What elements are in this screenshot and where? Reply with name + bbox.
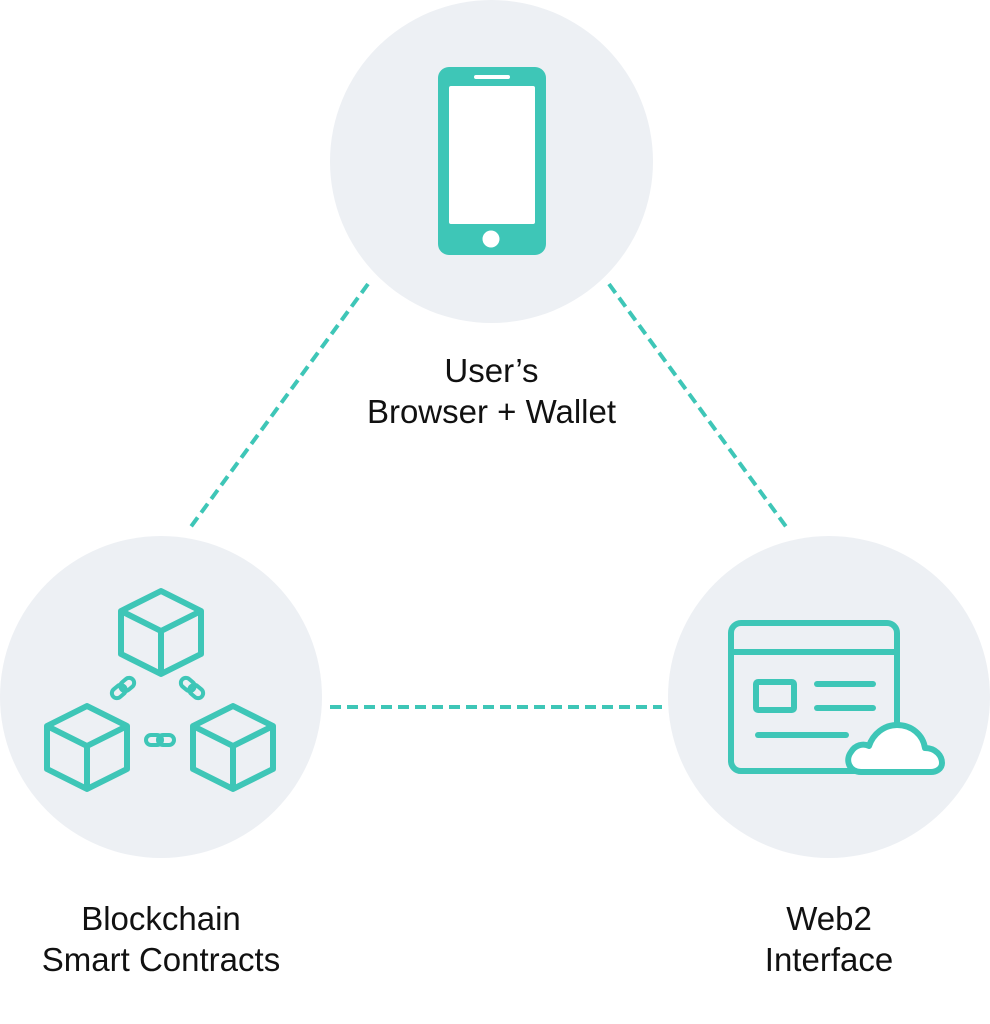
- label-line-2: Smart Contracts: [41, 941, 281, 978]
- label-line-1: User’s: [444, 352, 539, 389]
- label-line-2: Interface: [764, 941, 894, 978]
- node-web2-interface: [668, 536, 990, 858]
- smartphone-icon: [438, 67, 546, 255]
- cube-top: [118, 588, 204, 677]
- label-line-1: Blockchain: [81, 900, 241, 937]
- label-line-1: Web2: [786, 900, 872, 937]
- label-line-2: Browser + Wallet: [366, 393, 617, 430]
- chain-link-left: [109, 675, 137, 701]
- blockchain-icon: [44, 588, 276, 792]
- label-blockchain-smart-contracts: Blockchain Smart Contracts: [0, 898, 322, 980]
- cube-bottom-right: [190, 703, 276, 792]
- cloud-icon: [845, 722, 945, 775]
- label-web2-interface: Web2 Interface: [668, 898, 990, 980]
- chain-link-right: [178, 675, 206, 701]
- cube-bottom-left: [44, 703, 130, 792]
- web-browser-cloud-icon: [728, 620, 945, 775]
- label-users-browser-wallet: User’s Browser + Wallet: [330, 350, 653, 432]
- chain-link-bottom: [144, 733, 176, 747]
